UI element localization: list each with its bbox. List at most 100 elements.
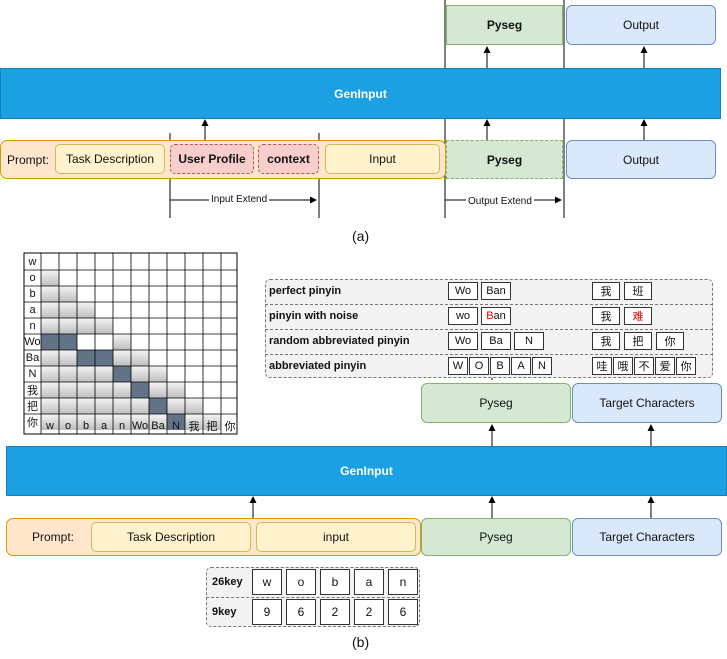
mask-row-label: b <box>29 288 36 300</box>
char-cell: 班 <box>624 282 652 300</box>
prompt-label-a: Prompt: <box>4 140 52 179</box>
task-description-label-a: Task Description <box>65 152 155 166</box>
geninput-label-a: GenInput <box>334 86 387 101</box>
mask-row-label: w <box>28 255 37 268</box>
mask-col-label: w <box>46 420 54 432</box>
key-cell: w <box>252 569 282 595</box>
mask-col-label: a <box>100 420 108 432</box>
pinyin-cell: Ban <box>481 282 511 300</box>
mask-col-label: Wo <box>131 420 149 432</box>
prompt-text-b: Prompt: <box>31 530 74 544</box>
pyseg-output-box: Pyseg <box>446 5 563 45</box>
char-cell: 你 <box>676 357 696 375</box>
input-box-a: Input <box>325 144 440 174</box>
output-input-label: Output <box>622 152 660 167</box>
mask-row-label: a <box>29 304 36 316</box>
input-label-b: input <box>322 530 350 544</box>
task-description-label-b: Task Description <box>126 530 216 544</box>
char-cell: 我 <box>592 282 620 300</box>
pyseg-output-label: Pyseg <box>486 18 523 32</box>
user-profile-label: User Profile <box>178 152 246 166</box>
mask-col-label: N <box>172 420 180 432</box>
key-cell: o <box>286 569 316 595</box>
pyseg-label-b-top: Pyseg <box>479 396 513 410</box>
char-cell: 爱 <box>655 357 675 375</box>
key-cell: 2 <box>320 599 350 625</box>
input-box-b: input <box>256 522 416 552</box>
pinyin-cell: O <box>469 357 489 375</box>
geninput-bar-b: GenInput <box>6 446 727 496</box>
char-cell: 不 <box>634 357 654 375</box>
key-cell: 2 <box>354 599 384 625</box>
pinyin-cell: W <box>448 357 468 375</box>
noise-row-label: random abbreviated pinyin <box>269 335 410 347</box>
target-label-b-top: Target Characters <box>599 396 695 410</box>
attention-mask-grid <box>23 252 238 435</box>
mask-row-label: o <box>29 272 36 284</box>
caption-b: (b) <box>352 634 370 650</box>
mask-row-label: 把 <box>27 401 38 413</box>
char-cell: 难 <box>624 307 652 325</box>
output-extend-label: Output Extend <box>466 196 534 207</box>
context-box: context <box>258 144 319 174</box>
key-row-label: 26key <box>212 576 243 588</box>
key-row-divider <box>206 597 420 598</box>
char-cell: 你 <box>656 332 684 350</box>
task-description-box-b: Task Description <box>91 522 251 552</box>
noise-row-label: perfect pinyin <box>269 285 342 297</box>
mask-row-label: Wo <box>24 336 41 348</box>
noise-row-label: pinyin with noise <box>269 310 359 322</box>
pinyin-cell: A <box>511 357 531 375</box>
output-box: Output <box>566 5 716 45</box>
output-input-box: Output <box>566 140 716 179</box>
pyseg-box-b-top: Pyseg <box>421 383 571 423</box>
noise-row-label: abbreviated pinyin <box>269 360 367 372</box>
target-box-b-bottom: Target Characters <box>572 518 722 556</box>
mask-row-label: N <box>28 368 37 380</box>
mask-row-label: 我 <box>27 385 38 397</box>
geninput-label-b: GenInput <box>340 464 393 478</box>
task-description-box-a: Task Description <box>55 144 165 174</box>
prompt-label-b: Prompt: <box>26 518 80 556</box>
pinyin-cell: Wo <box>448 332 478 350</box>
mask-col-label: n <box>118 420 126 432</box>
key-cell: 6 <box>286 599 316 625</box>
prompt-text-a: Prompt: <box>6 152 49 167</box>
pinyin-cell: B <box>490 357 510 375</box>
char-cell: 哦 <box>613 357 633 375</box>
mask-row-label: Ba <box>25 352 40 364</box>
mask-col-label: 你 <box>224 421 236 433</box>
input-extend-label: Input Extend <box>209 194 270 205</box>
key-cell: b <box>320 569 350 595</box>
pinyin-cell: Ba <box>481 332 511 350</box>
mask-row-label: n <box>29 320 36 332</box>
pinyin-cell: N <box>532 357 552 375</box>
key-cell: a <box>354 569 384 595</box>
geninput-bar-a: GenInput <box>0 68 721 119</box>
input-label-a: Input <box>369 152 396 166</box>
mask-col-label: o <box>64 420 72 432</box>
noise-row-divider <box>265 354 713 355</box>
target-box-b-top: Target Characters <box>572 383 722 423</box>
mask-col-label: 我 <box>188 421 200 433</box>
target-label-b-bottom: Target Characters <box>599 530 695 544</box>
mask-col-label: b <box>82 420 90 432</box>
char-cell: 我 <box>592 307 620 325</box>
pyseg-label-b-bottom: Pyseg <box>479 530 513 544</box>
caption-a: (a) <box>352 228 370 244</box>
key-cell: 6 <box>388 599 418 625</box>
noise-row-divider <box>265 304 713 305</box>
pinyin-cell: wo <box>448 307 478 325</box>
pyseg-input-box: Pyseg <box>446 140 563 179</box>
key-cell: 9 <box>252 599 282 625</box>
output-label: Output <box>622 18 660 32</box>
noisy-letter: B <box>486 310 494 322</box>
mask-col-label: 把 <box>206 421 218 433</box>
char-cell: 把 <box>624 332 652 350</box>
pyseg-input-label: Pyseg <box>486 152 523 167</box>
pyseg-box-b-bottom: Pyseg <box>421 518 571 556</box>
key-cell: n <box>388 569 418 595</box>
noise-row-divider <box>265 329 713 330</box>
